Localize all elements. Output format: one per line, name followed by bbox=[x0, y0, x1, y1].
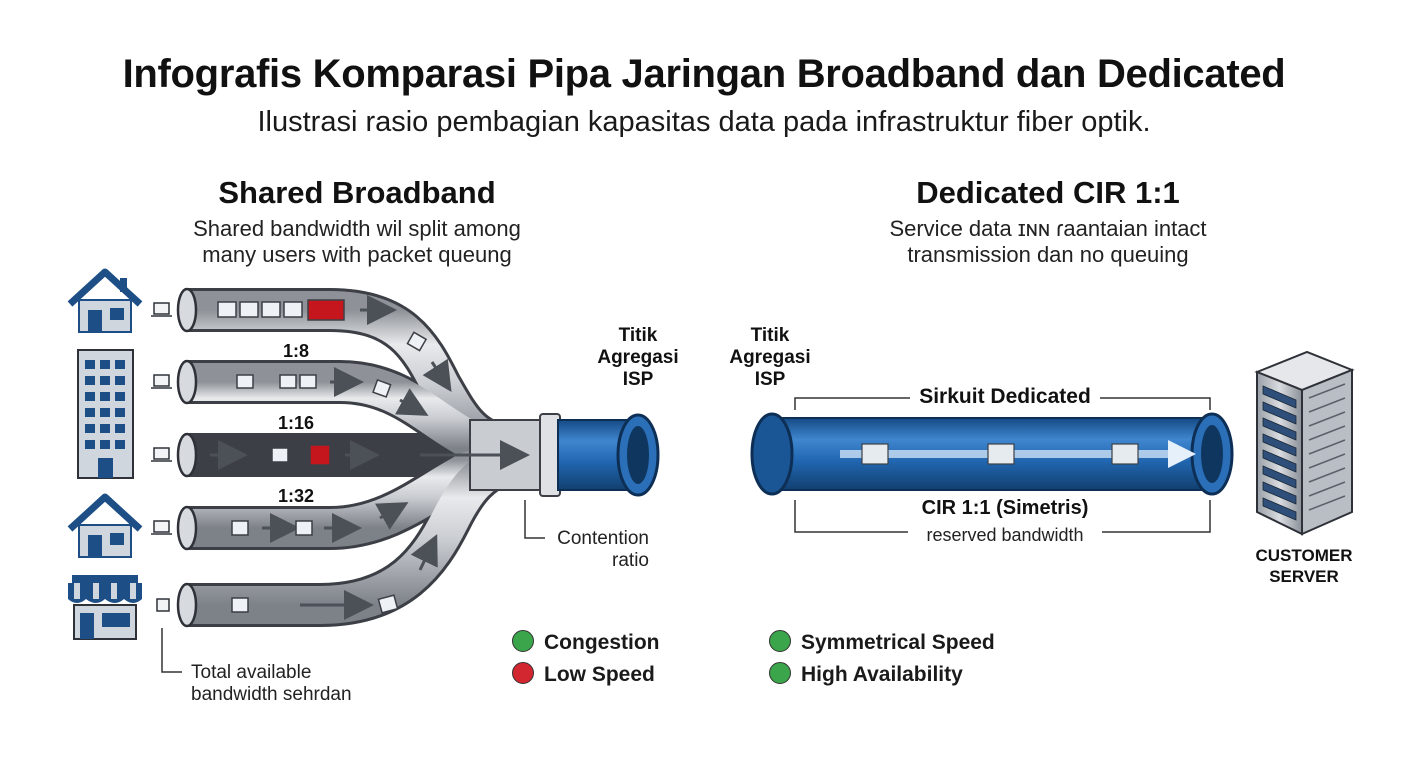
cir-label: CIR 1:1 (Simetris) bbox=[921, 497, 1089, 519]
shop-icon bbox=[68, 575, 142, 640]
shared-section-title: Shared Broadband bbox=[218, 175, 496, 210]
pipe2-packets bbox=[236, 367, 429, 416]
pipe3-packets bbox=[210, 440, 530, 470]
total-bandwidth-label: Total available bandwidth sehrdan bbox=[191, 662, 352, 705]
contention-ratio-label: Contention ratio bbox=[557, 528, 649, 571]
page-subtitle: Ilustrasi rasio pembagian kapasitas data… bbox=[257, 106, 1151, 138]
legend-dot-icon bbox=[769, 630, 791, 652]
page-title: Infografis Komparasi Pipa Jaringan Broad… bbox=[122, 52, 1286, 96]
dedicated-aggregation-label: Titik Agregasi ISP bbox=[729, 325, 811, 390]
sirkuit-dedicated-label: Sirkuit Dedicated bbox=[919, 385, 1091, 408]
ratio-label: 1:16 bbox=[277, 413, 315, 433]
legend-item: Symmetrical Speed bbox=[769, 630, 995, 655]
legend-dot-icon bbox=[512, 662, 534, 684]
dedicated-section-title: Dedicated CIR 1:1 bbox=[916, 175, 1180, 210]
server-rack-icon bbox=[1254, 350, 1355, 536]
shared-pipe-rims bbox=[176, 287, 198, 628]
reserved-bandwidth-label: reserved bandwidth bbox=[926, 525, 1084, 545]
pipe1-packets bbox=[217, 295, 452, 393]
shared-desc-line2: many users with packet queung bbox=[202, 242, 512, 267]
shared-desc-line1: Shared bandwidth wil split among bbox=[193, 216, 521, 241]
house-icon bbox=[67, 493, 143, 558]
ratio-label: 1:8 bbox=[282, 341, 310, 361]
shared-outlet-pipe bbox=[557, 413, 660, 497]
pipe4-packets bbox=[231, 502, 409, 543]
dedicated-pipe bbox=[750, 412, 1234, 496]
house-icon bbox=[67, 268, 143, 333]
pipe5-packets bbox=[231, 534, 438, 620]
office-building-icon bbox=[77, 349, 134, 479]
dedicated-desc-line2: transmission dan no queuing bbox=[907, 242, 1189, 267]
ratio-label: 1:32 bbox=[277, 486, 315, 506]
legend-dot-icon bbox=[512, 630, 534, 652]
dedicated-brackets bbox=[794, 397, 1211, 533]
callout-lines bbox=[161, 500, 545, 673]
legend-item: High Availability bbox=[769, 662, 963, 687]
dedicated-desc-line1: Service data ɪɴɴ ɾaantaian intact bbox=[889, 216, 1207, 241]
customer-server-label: CUSTOMER SERVER bbox=[1255, 546, 1353, 586]
legend-item: Congestion bbox=[512, 630, 660, 655]
legend-item: Low Speed bbox=[512, 662, 655, 687]
shared-aggregation-label: Titik Agregasi ISP bbox=[597, 325, 679, 390]
legend-dot-icon bbox=[769, 662, 791, 684]
laptop-icon bbox=[151, 302, 172, 612]
